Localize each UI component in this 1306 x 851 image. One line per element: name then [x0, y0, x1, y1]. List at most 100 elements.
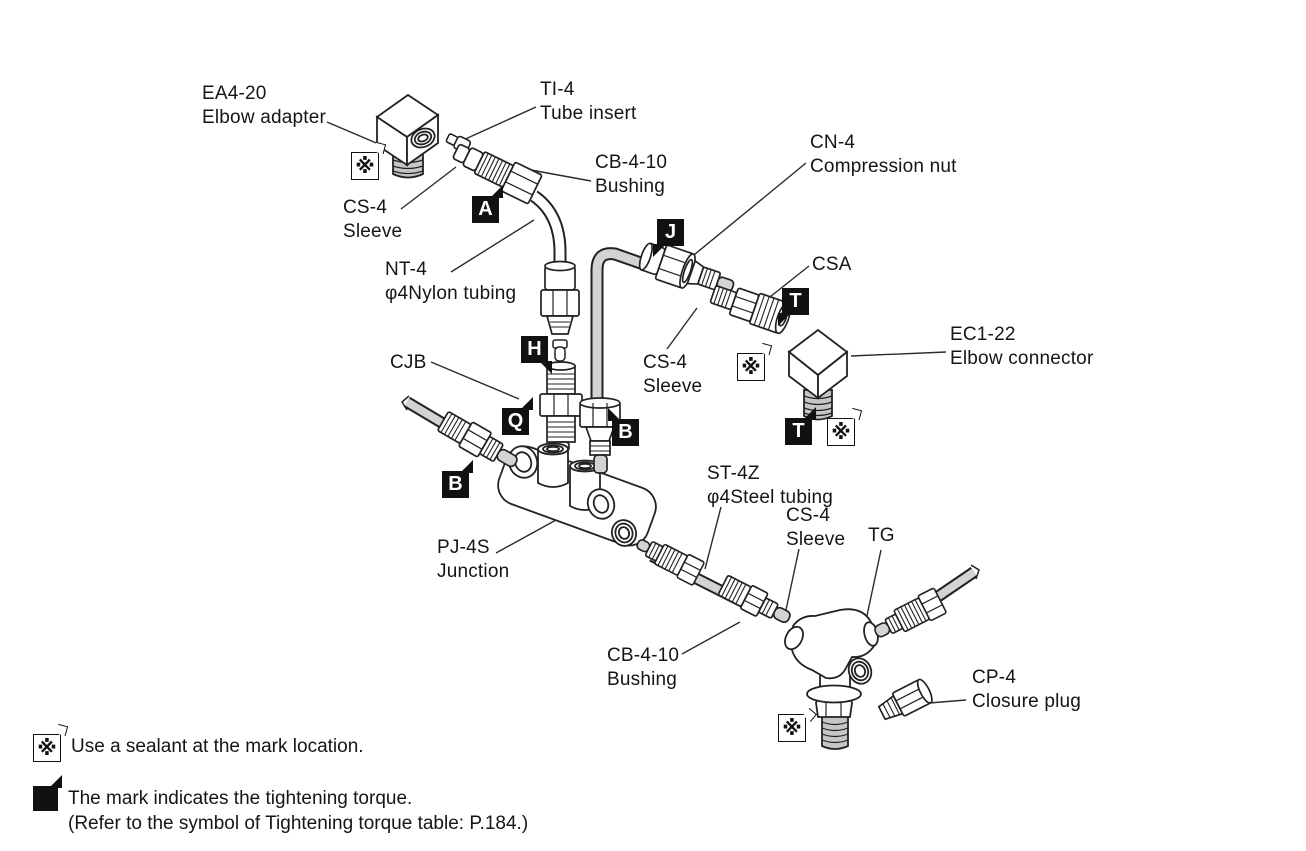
part-name: Sleeve [343, 221, 403, 242]
cjb-fitting-graphic [539, 361, 583, 452]
closure-plug-graphic [877, 678, 933, 721]
part-name: Sleeve [643, 376, 703, 397]
junction-graphic [497, 442, 657, 547]
left-tube-assembly-graphic [401, 395, 518, 468]
part-name: Bushing [607, 669, 678, 690]
sealant-symbol-icon: ※ [741, 356, 761, 379]
torque-badge-a: A [472, 185, 503, 223]
nylon-tube-graphic [530, 190, 567, 268]
torque-badge-b-left: B [442, 460, 473, 498]
label-st-4z: ST-4Z φ4Steel tubing [707, 462, 833, 510]
torque-badge-q: Q [502, 397, 533, 435]
part-name: Tube insert [540, 103, 637, 124]
label-cb-4-10-top: CB-4-10 Bushing [595, 151, 667, 199]
part-code: EA4-20 [202, 83, 267, 104]
label-cs-4-bottom: CS-4 Sleeve [786, 504, 845, 552]
label-cp-4: CP-4 Closure plug [972, 666, 1081, 714]
badge-tail-icon [490, 185, 503, 198]
part-code: CN-4 [810, 132, 856, 153]
csa-fitting-graphic [709, 285, 792, 335]
part-name: φ4Steel tubing [707, 487, 834, 508]
label-ea4-20: EA4-20 Elbow adapter [202, 82, 326, 130]
legend-sealant-row: ※ Use a sealant at the mark location. [33, 723, 364, 762]
sealant-mark-csa: ※ [737, 342, 773, 381]
part-name: Elbow connector [950, 348, 1094, 369]
sealant-mark-legend: ※ [33, 723, 69, 762]
part-code: CJB [390, 352, 427, 373]
badge-letter: B [448, 473, 463, 495]
part-code: CP-4 [972, 667, 1017, 688]
part-name: Closure plug [972, 691, 1082, 712]
part-code: CSA [812, 254, 852, 275]
badge-letter: T [792, 420, 805, 442]
part-code: CS-4 [643, 352, 688, 373]
sealant-symbol-icon: ※ [37, 737, 57, 760]
part-code: PJ-4S [437, 537, 490, 558]
sealant-mark-tee: ※ [778, 707, 818, 742]
label-cjb: CJB [390, 351, 427, 375]
torque-badge-b-center: B [608, 408, 639, 446]
sleeve-bushing-graphic-top [452, 143, 543, 205]
sealant-symbol-icon: ※ [831, 421, 851, 444]
label-cb-4-10-bottom: CB-4-10 Bushing [607, 644, 679, 692]
badge-tail-icon [520, 397, 533, 410]
legend-sealant-text: Use a sealant at the mark location. [71, 736, 364, 757]
torque-badge-t-upper: T [778, 288, 809, 326]
part-name: Sleeve [786, 529, 846, 550]
label-cn-4: CN-4 Compression nut [810, 131, 957, 179]
label-tg: TG [868, 524, 895, 548]
badge-tail-icon [803, 407, 816, 420]
torque-badge-j: J [653, 219, 684, 257]
badge-tail-icon [608, 408, 621, 421]
part-name: Elbow adapter [202, 107, 327, 128]
badge-letter: H [527, 338, 542, 360]
part-code: CB-4-10 [607, 645, 680, 666]
part-name: Bushing [595, 176, 666, 197]
label-csa: CSA [812, 253, 852, 277]
sealant-symbol-icon: ※ [782, 717, 802, 740]
legend-torque-row: The mark indicates the tightening torque… [33, 775, 529, 836]
part-code: CS-4 [786, 505, 831, 526]
part-code: TI-4 [540, 79, 575, 100]
sealant-tail-icon [55, 723, 69, 737]
label-cs-4-top: CS-4 Sleeve [343, 196, 402, 244]
badge-tail-icon [460, 460, 473, 473]
badge-tail-icon [49, 775, 62, 788]
part-code: TG [868, 525, 895, 546]
badge-letter: B [618, 421, 633, 443]
sealant-mark-elbow-connector: ※ [827, 407, 863, 446]
leader-lines [326, 106, 967, 704]
nylon-nut-graphic [540, 260, 580, 335]
right-tube-assembly-graphic [874, 564, 980, 638]
badge-tail-icon [539, 361, 552, 374]
badge-tail-icon [778, 313, 791, 326]
torque-badge-h: H [521, 336, 552, 374]
badge-letter: Q [507, 410, 524, 432]
part-code: CB-4-10 [595, 152, 668, 173]
part-code: ST-4Z [707, 463, 760, 484]
part-code: CS-4 [343, 197, 388, 218]
part-name: Junction [437, 561, 510, 582]
bushing-graphic-bottom [717, 575, 791, 624]
torque-mark-legend [33, 775, 62, 811]
badge-letter: A [478, 198, 493, 220]
label-cs-4-mid: CS-4 Sleeve [643, 351, 702, 399]
label-ec1-22: EC1-22 Elbow connector [950, 323, 1093, 371]
badge-letter: J [664, 221, 677, 243]
label-pj-4s: PJ-4S Junction [437, 536, 509, 584]
tube-insert-icon-center [552, 339, 568, 362]
legend-torque-text: The mark indicates the tightening torque… [68, 788, 529, 834]
part-code: NT-4 [385, 259, 427, 280]
steel-tube-graphic-center [590, 247, 655, 402]
torque-badge-t-lower: T [785, 407, 816, 445]
badge-tail-icon [653, 244, 666, 257]
part-code: EC1-22 [950, 324, 1016, 345]
label-nt-4: NT-4 φ4Nylon tubing [385, 258, 516, 306]
badge-letter: T [789, 290, 802, 312]
part-name: Compression nut [810, 156, 957, 177]
part-name: φ4Nylon tubing [385, 283, 517, 304]
sealant-mark-elbow-adapter: ※ [351, 141, 387, 180]
elbow-adapter-graphic [375, 93, 440, 179]
